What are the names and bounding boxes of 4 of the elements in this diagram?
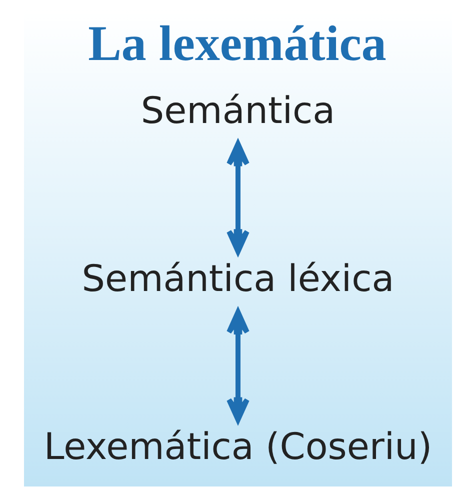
node-text: Semántica (140, 88, 335, 132)
node-text: Semántica léxica (81, 256, 394, 300)
node-text: Lexemática (Coseriu) (43, 425, 432, 468)
diagram-title: La lexemática (88, 15, 386, 72)
